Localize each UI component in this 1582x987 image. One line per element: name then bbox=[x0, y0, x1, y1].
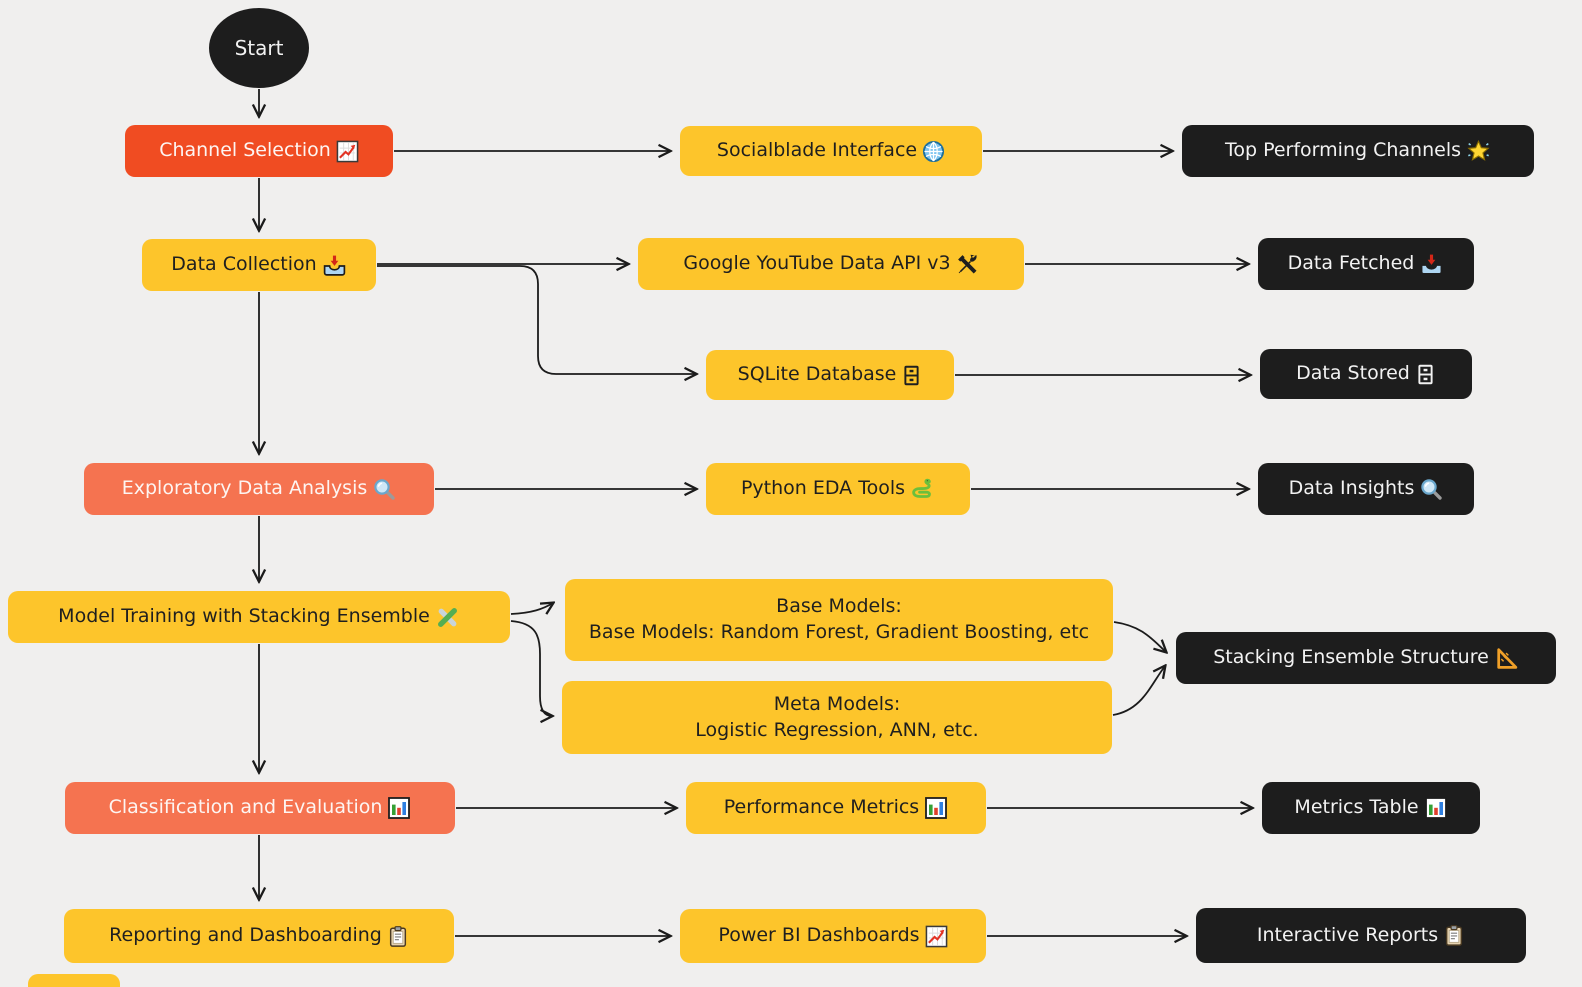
node-label: Interactive Reports bbox=[1256, 923, 1439, 946]
puzzle-piece-icon bbox=[435, 605, 460, 630]
node-label: Stacking Ensemble Structure bbox=[1213, 646, 1489, 669]
node-top-performing-channels: Top Performing Channels bbox=[1182, 125, 1534, 177]
clipboard-icon bbox=[387, 924, 409, 949]
node-data-stored: Data Stored bbox=[1260, 349, 1472, 399]
chart-increasing-icon bbox=[925, 925, 948, 948]
edge-metamodels-stacking bbox=[1112, 666, 1165, 716]
node-label: Data Fetched bbox=[1287, 252, 1415, 275]
node-google-youtube-data-api: Google YouTube Data API v3 bbox=[638, 238, 1024, 290]
chart-increasing-icon bbox=[336, 140, 359, 163]
node-start: Start bbox=[209, 8, 309, 88]
node-reporting-and-dashboarding: Reporting and Dashboarding bbox=[64, 909, 454, 963]
clipboard-icon bbox=[1443, 923, 1465, 948]
node-label: Data Insights bbox=[1288, 477, 1415, 500]
node-label-line2: Logistic Regression, ANN, etc. bbox=[695, 718, 979, 741]
node-label: Exploratory Data Analysis bbox=[121, 477, 368, 500]
hammer-wrench-icon bbox=[956, 253, 979, 276]
node-label: Data Collection bbox=[171, 253, 317, 276]
node-label: Python EDA Tools bbox=[740, 477, 906, 500]
node-label: Metrics Table bbox=[1294, 796, 1419, 819]
node-classification-and-evaluation: Classification and Evaluation bbox=[65, 782, 455, 834]
globe-icon bbox=[922, 140, 945, 163]
node-model-training-stacking-ensemble: Model Training with Stacking Ensemble bbox=[8, 591, 510, 643]
node-label: Socialblade Interface bbox=[716, 139, 918, 162]
node-label: Data Stored bbox=[1296, 362, 1410, 385]
node-label: Start bbox=[234, 35, 284, 60]
node-label: Model Training with Stacking Ensemble bbox=[58, 605, 430, 628]
triangular-ruler-icon bbox=[1494, 646, 1519, 671]
node-python-eda-tools: Python EDA Tools bbox=[706, 463, 970, 515]
bar-chart-icon bbox=[1424, 796, 1448, 820]
file-cabinet-icon bbox=[1415, 363, 1436, 386]
node-label: Power BI Dashboards bbox=[718, 924, 920, 947]
inbox-tray-icon bbox=[1419, 252, 1444, 277]
node-label: Google YouTube Data API v3 bbox=[683, 252, 951, 275]
node-label-line2: Base Models: Random Forest, Gradient Boo… bbox=[588, 621, 1090, 643]
node-socialblade-interface: Socialblade Interface bbox=[680, 126, 982, 176]
inbox-tray-icon bbox=[322, 253, 347, 278]
edge-datacollection-sqlite bbox=[377, 265, 696, 374]
node-channel-selection: Channel Selection bbox=[125, 125, 393, 177]
node-base-models: Base Models: Base Models: Random Forest,… bbox=[565, 579, 1113, 661]
node-label: SQLite Database bbox=[737, 363, 897, 386]
node-data-collection: Data Collection bbox=[142, 239, 376, 291]
node-data-fetched: Data Fetched bbox=[1258, 238, 1474, 290]
node-stacking-ensemble-structure: Stacking Ensemble Structure bbox=[1176, 632, 1556, 684]
node-label: Reporting and Dashboarding bbox=[109, 924, 382, 947]
node-metrics-table: Metrics Table bbox=[1262, 782, 1480, 834]
node-sqlite-database: SQLite Database bbox=[706, 350, 954, 400]
node-label-line1: Base Models: bbox=[776, 595, 902, 618]
file-cabinet-icon bbox=[901, 364, 922, 387]
glowing-star-icon bbox=[1466, 139, 1491, 164]
node-power-bi-dashboards: Power BI Dashboards bbox=[680, 909, 986, 963]
node-meta-models: Meta Models: Logistic Regression, ANN, e… bbox=[562, 681, 1112, 754]
edge-modeltraining-metamodels bbox=[510, 620, 552, 716]
bar-chart-icon bbox=[387, 796, 411, 820]
snake-icon bbox=[910, 477, 935, 502]
magnifier-icon bbox=[372, 477, 396, 501]
partial-node-cutoff bbox=[28, 974, 120, 987]
node-data-insights: Data Insights bbox=[1258, 463, 1474, 515]
node-performance-metrics: Performance Metrics bbox=[686, 782, 986, 834]
magnifier-icon bbox=[1419, 477, 1443, 501]
node-label: Channel Selection bbox=[159, 139, 331, 162]
node-label: Performance Metrics bbox=[723, 796, 920, 819]
edge-modeltraining-basemodels bbox=[510, 603, 553, 615]
node-label-line1: Meta Models: bbox=[773, 692, 901, 715]
edge-basemodels-stacking bbox=[1113, 621, 1166, 652]
node-interactive-reports: Interactive Reports bbox=[1196, 908, 1526, 963]
node-label: Top Performing Channels bbox=[1224, 139, 1461, 162]
node-exploratory-data-analysis: Exploratory Data Analysis bbox=[84, 463, 434, 515]
bar-chart-icon bbox=[924, 796, 948, 820]
node-label: Classification and Evaluation bbox=[108, 796, 383, 819]
